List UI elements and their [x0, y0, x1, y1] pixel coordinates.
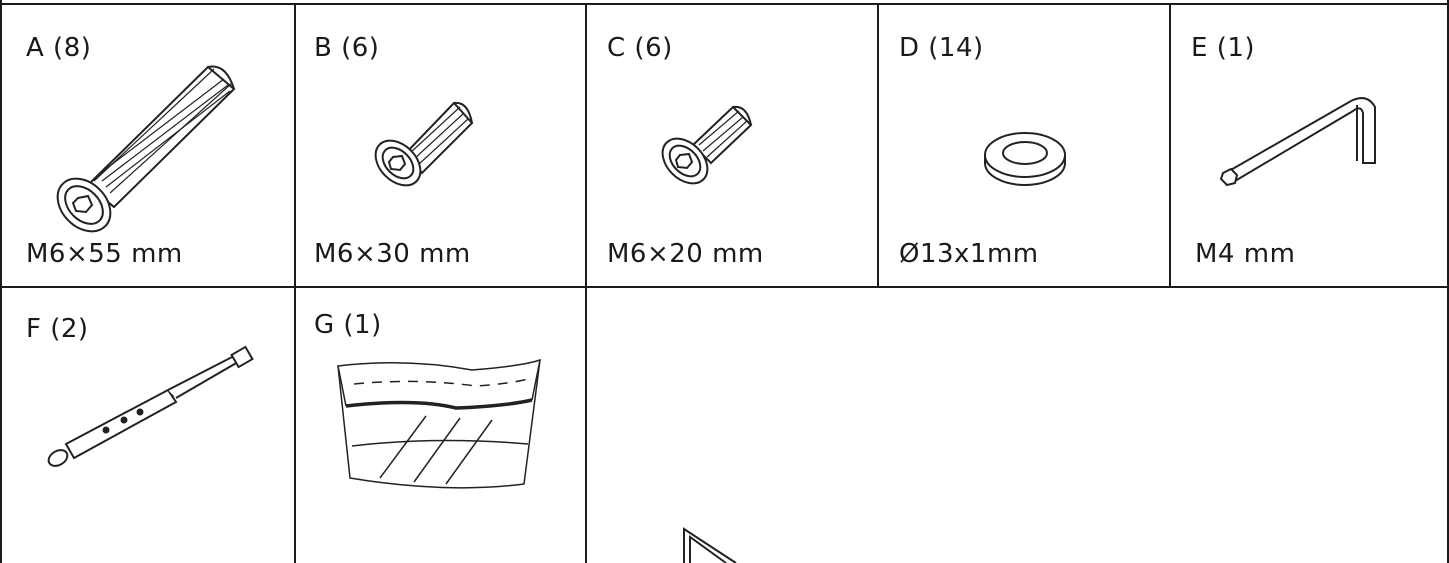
part-dimension: M4 mm — [1195, 239, 1296, 269]
part-cell-b: B (6) M6×30 mm — [296, 5, 585, 286]
washer-icon — [984, 132, 1066, 186]
part-label: C (6) — [607, 33, 673, 63]
grid-line — [294, 3, 296, 563]
grid-line — [585, 3, 587, 563]
part-label: E (1) — [1191, 33, 1256, 63]
part-dimension: M6×30 mm — [314, 239, 471, 269]
part-dimension: M6×20 mm — [607, 239, 764, 269]
part-cell-c: C (6) M6×20 mm — [587, 5, 877, 286]
grid-line — [0, 286, 1449, 288]
part-cell-d: D (14) Ø13x1mm — [879, 5, 1169, 286]
plastic-bag-icon — [337, 358, 541, 489]
long-bolt-icon — [56, 65, 236, 233]
grid-line — [0, 3, 1449, 5]
partial-frame-icon — [683, 527, 737, 563]
part-cell-e: E (1) M4 mm — [1171, 5, 1447, 286]
part-label: D (14) — [899, 33, 984, 63]
part-cell-f: F (2) — [2, 288, 294, 563]
part-label: F (2) — [26, 314, 89, 344]
part-label: G (1) — [314, 310, 382, 340]
part-dimension: M6×55 mm — [26, 239, 183, 269]
bolt-icon — [374, 101, 474, 187]
part-cell-g: G (1) — [296, 288, 585, 563]
part-label: B (6) — [314, 33, 380, 63]
part-cell-a: A (8) M6×55 mm — [2, 5, 294, 286]
grid-line — [877, 3, 879, 287]
short-bolt-icon — [661, 105, 753, 185]
part-dimension: Ø13x1mm — [899, 239, 1039, 269]
grid-line — [1169, 3, 1171, 287]
allen-key-icon — [1219, 97, 1376, 187]
gas-spring-icon — [47, 345, 254, 467]
grid-line — [1447, 0, 1449, 563]
grid-line — [0, 0, 2, 563]
part-label: A (8) — [26, 33, 92, 63]
